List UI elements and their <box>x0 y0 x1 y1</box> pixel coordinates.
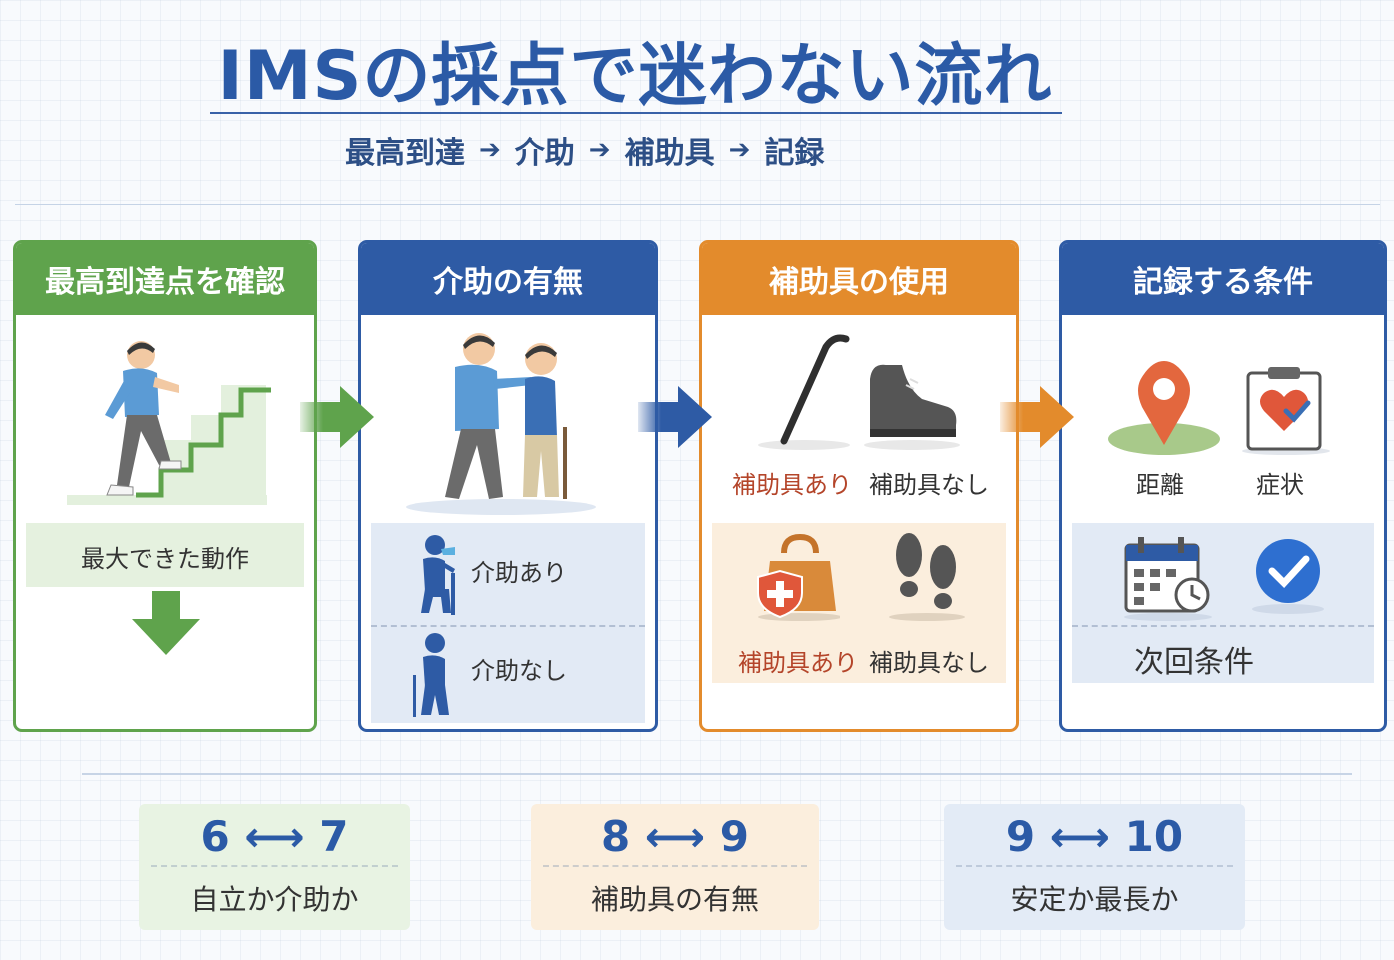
flow-step-3: 補助具 <box>624 136 715 171</box>
assist-no-label: 介助なし <box>471 657 567 685</box>
seated-person-icon <box>421 535 455 615</box>
right-arrow-icon: ➔ <box>728 135 751 165</box>
symptom-label: 症状 <box>1256 471 1304 499</box>
score-criteria: 自立か介助か <box>190 883 359 916</box>
panel-divider <box>371 625 645 627</box>
bag-icon <box>757 533 840 621</box>
climbing-stairs-icon <box>67 341 271 505</box>
distance-label: 距離 <box>1136 471 1184 499</box>
device-options-panel: 補助具あり 補助具なし <box>712 523 1006 683</box>
score-range: 9 ⟷ 10 <box>1005 812 1184 861</box>
score-box-6-7: 6 ⟷ 7 自立か介助か <box>139 804 410 930</box>
bottom-divider <box>82 773 1352 775</box>
card-title: 最高到達点を確認 <box>16 243 314 315</box>
cane-icon <box>758 334 850 450</box>
card-record-conditions: 記録する条件 距離 症状 <box>1059 240 1387 732</box>
page-title: IMSの採点で迷わない流れ <box>217 37 1053 116</box>
card-assistive-device: 補助具の使用 補助具あり 補助具なし <box>699 240 1019 732</box>
flow-step-4: 記録 <box>764 136 825 171</box>
check-circle-icon <box>1252 539 1324 614</box>
score-criteria: 補助具の有無 <box>590 883 759 916</box>
device-yes-label-2: 補助具あり <box>738 649 858 677</box>
title-divider <box>210 112 1062 114</box>
score-range: 6 ⟷ 7 <box>200 812 349 861</box>
clipboard-heart-icon <box>1242 367 1330 455</box>
flow-breadcrumb: 最高到達 ➔ 介助 ➔ 補助具 ➔ 記録 <box>345 128 824 172</box>
assistance-options-panel: 介助あり 介助なし <box>371 523 645 723</box>
flow-arrow-icon <box>1000 386 1074 448</box>
card-title: 介助の有無 <box>361 243 655 315</box>
assist-yes-label: 介助あり <box>471 559 567 587</box>
flow-arrow-icon <box>638 386 712 448</box>
footprints-icon <box>889 533 965 621</box>
max-action-panel: 最大できた動作 <box>26 523 304 587</box>
location-pin-icon <box>1108 361 1220 455</box>
score-range: 8 ⟷ 9 <box>601 812 749 861</box>
right-arrow-icon: ➔ <box>479 135 501 165</box>
right-arrow-icon: ➔ <box>588 135 611 165</box>
card-title: 補助具の使用 <box>702 243 1016 315</box>
box-divider <box>151 865 398 867</box>
walking-person-icon <box>413 633 449 717</box>
card-title: 記録する条件 <box>1062 243 1384 315</box>
panel-divider <box>1072 625 1374 627</box>
device-no-label: 補助具なし <box>869 471 989 499</box>
section-divider <box>15 204 1380 205</box>
score-box-8-9: 8 ⟷ 9 補助具の有無 <box>531 804 819 930</box>
shoe-icon <box>864 364 960 450</box>
box-divider <box>543 865 807 867</box>
box-divider <box>956 865 1233 867</box>
next-conditions-panel: 次回条件 <box>1072 523 1374 683</box>
caregiver-icon <box>406 333 596 515</box>
flow-step-2: 介助 <box>514 136 575 171</box>
device-yes-label: 補助具あり <box>732 471 852 499</box>
max-action-label: 最大できた動作 <box>81 545 249 573</box>
flow-arrow-icon <box>300 386 374 448</box>
calendar-clock-icon <box>1124 537 1212 621</box>
device-no-label-2: 補助具なし <box>869 649 989 677</box>
card-assistance: 介助の有無 介助あり <box>358 240 658 732</box>
score-box-9-10: 9 ⟷ 10 安定か最長か <box>944 804 1245 930</box>
flow-step-1: 最高到達 <box>345 136 465 171</box>
score-criteria: 安定か最長か <box>1010 883 1179 916</box>
down-arrow-icon <box>132 591 200 655</box>
card-highest-reach: 最高到達点を確認 最大できた動作 <box>13 240 317 732</box>
next-condition-label: 次回条件 <box>1134 645 1254 680</box>
